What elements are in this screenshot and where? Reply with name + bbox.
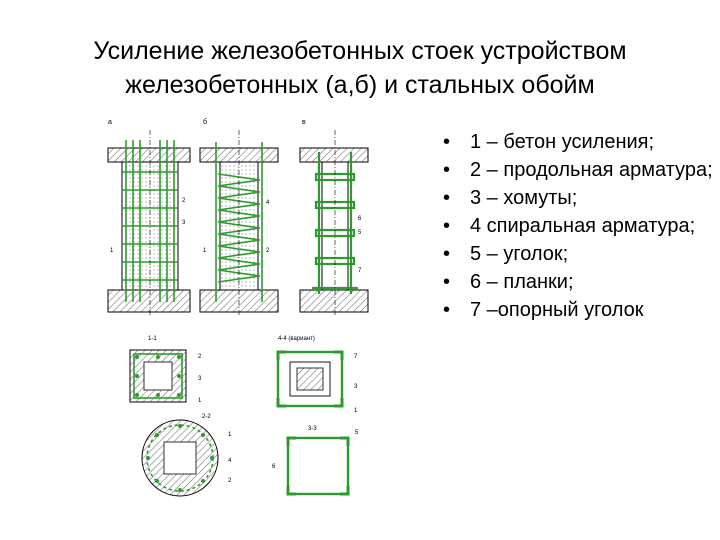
num-1-b: 1 (203, 248, 207, 254)
num-3-a: 3 (182, 220, 186, 226)
num-7-v: 7 (358, 268, 362, 274)
section-4-4: 4-4 (вариант) 7 3 1 (276, 336, 358, 414)
label-b: б (203, 118, 207, 126)
elevation-b: б 4 2 1 (199, 118, 279, 317)
section-2-2: 2-2 1 4 2 (141, 414, 232, 497)
num-4-s2: 4 (228, 458, 232, 464)
num-1-s4: 1 (354, 408, 358, 414)
num-3-s1: 3 (198, 376, 202, 382)
slide-title-line-1: Усиление железобетонных стоек устройство… (93, 37, 627, 65)
elevation-v: в 6 5 7 (299, 119, 369, 317)
section-33-label: 3-3 (308, 426, 317, 432)
slide-title-line-2: железобетонных (а,б) и стальных обойм (125, 71, 595, 99)
legend-item: •1 – бетон усиления; (443, 131, 655, 153)
elevation-a: а 2 3 1 (107, 119, 191, 317)
num-2-a: 2 (182, 198, 186, 204)
num-5-s3: 5 (355, 430, 359, 436)
num-2-s2: 2 (228, 478, 232, 484)
num-7-s4: 7 (354, 354, 358, 360)
legend-item: •6 – планки; (443, 271, 574, 293)
legend-item: •4 спиральная арматура; (443, 215, 696, 237)
slide-title: Усиление железобетонных стоек устройство… (0, 34, 720, 102)
legend-item: •2 – продольная арматура; (443, 159, 713, 181)
section-11-label: 1-1 (148, 336, 157, 342)
legend-item: •7 –опорный уголок (443, 299, 644, 321)
section-3-3: 3-3 5 6 (272, 426, 359, 496)
num-1-s1: 1 (198, 398, 202, 404)
legend-item: •5 – уголок; (443, 243, 569, 265)
num-6-v: 6 (358, 216, 362, 222)
num-3-s4: 3 (354, 384, 358, 390)
num-1-s2: 1 (228, 432, 232, 438)
label-v: в (302, 119, 306, 126)
num-6-s3: 6 (272, 464, 276, 470)
num-2-s1: 2 (198, 354, 202, 360)
legend-list: •1 – бетон усиления; •2 – продольная арм… (443, 130, 713, 326)
legend-item: •3 – хомуты; (443, 187, 578, 209)
num-4-b: 4 (266, 200, 270, 206)
section-22-label: 2-2 (202, 414, 211, 420)
num-2-b: 2 (266, 248, 270, 254)
label-a: а (108, 119, 112, 126)
column-strengthening-drawing: а 2 3 1 б (107, 118, 369, 497)
num-5-v: 5 (358, 230, 362, 236)
section-44-label: 4-4 (вариант) (278, 336, 315, 342)
section-1-1: 1-1 2 3 1 (129, 336, 202, 404)
num-1-a: 1 (110, 248, 114, 254)
